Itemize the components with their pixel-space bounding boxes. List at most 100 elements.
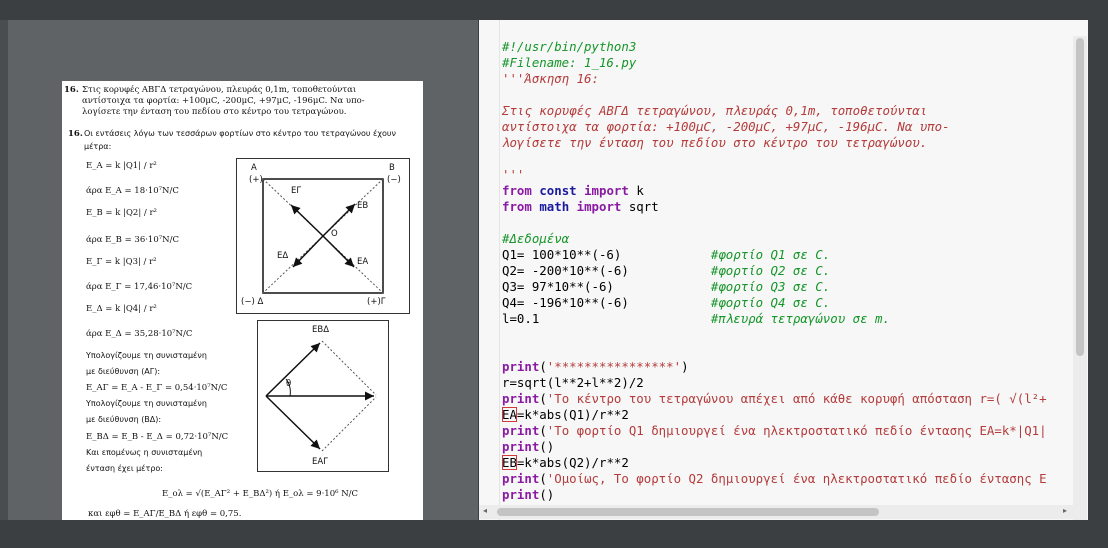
code-token: r=sqrt(l**2+l**2)/2: [502, 375, 644, 390]
code-line[interactable]: print('Ομοίως, Το φορτίο Q2 δημιουργεί έ…: [502, 471, 1072, 487]
horizontal-scrollbar[interactable]: ◂ ▸: [479, 505, 1073, 519]
problem-number: 16.: [64, 85, 79, 95]
code-token: const: [539, 183, 577, 198]
code-line[interactable]: [502, 343, 1072, 359]
vertical-scrollbar[interactable]: [1073, 36, 1087, 520]
vertical-scroll-thumb[interactable]: [1076, 38, 1084, 356]
left-edge: [0, 20, 8, 520]
code-line[interactable]: #Δεδομένα: [502, 231, 1072, 247]
code-line[interactable]: ''': [502, 167, 1072, 183]
label-EG: EΓ: [291, 186, 302, 196]
code-token: #Filename: 1_16.py: [502, 55, 637, 70]
label-B-sign: (−): [387, 175, 401, 185]
solution-number: 16.: [68, 129, 83, 139]
code-token: Q2= -200*10**(-6): [502, 263, 711, 278]
formula: E_B = k |Q2| / r²: [86, 208, 157, 218]
code-token: ''': [502, 167, 525, 182]
scroll-right-icon[interactable]: ▸: [1063, 506, 1068, 515]
right-edge: [1088, 0, 1108, 548]
code-line[interactable]: from const import k: [502, 183, 1072, 199]
code-line[interactable]: l=0.1 #πλευρά τετραγώνου σε m.: [502, 311, 1072, 327]
document-page: 16. Στις κορυφές ΑΒΓΔ τετραγώνου, πλευρά…: [62, 81, 423, 520]
code-line[interactable]: [502, 151, 1072, 167]
code-token: #φορτίο Q4 σε C.: [710, 295, 831, 310]
code-line[interactable]: print(): [502, 487, 1072, 503]
text-line: Και επομένως η συνισταμένη: [86, 448, 203, 457]
solution-line: μέτρα:: [84, 142, 112, 151]
square-figure: A (+) B (−) (−) Δ (+)Γ O EΓ EB EΔ EA: [236, 158, 410, 314]
square-diagram: [262, 178, 384, 294]
text-line: E_ΒΔ = E_B - E_Δ = 0,72·10⁷N/C: [86, 432, 229, 442]
label-D: (−) Δ: [241, 297, 264, 307]
code-line[interactable]: print('Το κέντρο του τετραγώνου απέχει α…: [502, 391, 1072, 407]
scroll-left-icon[interactable]: ◂: [483, 506, 488, 515]
text-line: ένταση έχει μέτρο:: [86, 464, 163, 473]
code-token: αντίστοιχα τα φορτία: +100μC, -200μC, +9…: [502, 119, 950, 134]
editor-gutter: [479, 20, 500, 520]
formula-result: άρα E_Δ = 35,28·10⁷N/C: [86, 329, 193, 339]
code-line[interactable]: '''Άσκηση 16:: [502, 71, 1072, 87]
problem-line: λογίσετε την ένταση του πεδίου στο κέντρ…: [82, 107, 347, 117]
code-token: from: [502, 199, 532, 214]
code-line[interactable]: [502, 327, 1072, 343]
horizontal-scroll-thumb[interactable]: [497, 508, 879, 516]
formula: E_Γ = k |Q3| / r²: [86, 257, 157, 267]
last-equation: και εφθ = E_ΑΓ/E_ΒΔ ή εφθ = 0,75.: [88, 509, 242, 519]
code-token: math: [539, 199, 570, 214]
code-line[interactable]: EB=k*abs(Q2)/r**2: [502, 455, 1072, 471]
resultant-diagram: [265, 340, 377, 452]
code-line[interactable]: from math import sqrt: [502, 199, 1072, 215]
code-token: print: [502, 423, 540, 438]
code-token: #φορτίο Q1 σε C.: [710, 247, 831, 262]
code-token: Q3= 97*10**(-6): [502, 279, 711, 294]
code-line[interactable]: #!/usr/bin/python3: [502, 39, 1072, 55]
code-token: (): [539, 487, 555, 502]
label-EB: EB: [357, 201, 369, 211]
label-G: (+)Γ: [367, 297, 386, 307]
text-line: με διεύθυνση (ΑΓ):: [86, 367, 161, 376]
code-line[interactable]: [502, 215, 1072, 231]
code-token: EA: [502, 407, 517, 422]
code-token: 'Το φορτίο Q1 δημιουργεί ένα ηλεκτροστατ…: [546, 423, 1047, 438]
code-line[interactable]: print(): [502, 439, 1072, 455]
code-token: import: [576, 199, 622, 214]
code-token: '''Άσκηση 16:: [502, 71, 599, 86]
code-line[interactable]: r=sqrt(l**2+l**2)/2: [502, 375, 1072, 391]
code-token: sqrt: [621, 199, 659, 214]
code-line[interactable]: αντίστοιχα τα φορτία: +100μC, -200μC, +9…: [502, 119, 1072, 135]
code-token: =k*abs(Q1)/r**2: [516, 407, 629, 422]
resultant-figure: EBΔ θ EΑΓ: [257, 320, 389, 472]
code-line[interactable]: print('Το φορτίο Q1 δημιουργεί ένα ηλεκτ…: [502, 423, 1072, 439]
code-line[interactable]: Q2= -200*10**(-6) #φορτίο Q2 σε C.: [502, 263, 1072, 279]
label-B: B: [389, 163, 395, 173]
code-token: from: [502, 183, 532, 198]
solution-line: Οι εντάσεις λόγω των τεσσάρων φορτίων στ…: [84, 129, 396, 138]
code-line[interactable]: Q4= -196*10**(-6) #φορτίο Q4 σε C.: [502, 295, 1072, 311]
text-line: Υπολογίζουμε τη συνισταμένη: [86, 399, 207, 408]
bottom-bar: [0, 520, 1108, 548]
code-line[interactable]: Στις κορυφές ΑΒΓΔ τετραγώνου, πλευράς 0,…: [502, 103, 1072, 119]
code-line[interactable]: [502, 87, 1072, 103]
code-area[interactable]: #!/usr/bin/python3#Filename: 1_16.py'''Ά…: [502, 39, 1072, 524]
code-line[interactable]: EA=k*abs(Q1)/r**2: [502, 407, 1072, 423]
code-token: print: [502, 471, 540, 486]
code-token: import: [584, 183, 629, 198]
problem-line: Στις κορυφές ΑΒΓΔ τετραγώνου, πλευράς 0,…: [82, 85, 357, 95]
code-token: print: [502, 391, 540, 406]
problem-line: αντίστοιχα τα φορτία: +100μC, -200μC, +9…: [82, 96, 365, 106]
code-token: EB: [502, 455, 517, 470]
code-token: [569, 199, 576, 214]
code-line[interactable]: λογίσετε την ένταση του πεδίου στο κέντρ…: [502, 135, 1072, 151]
code-line[interactable]: #Filename: 1_16.py: [502, 55, 1072, 71]
code-token: (: [539, 391, 547, 406]
formula-result: άρα E_B = 36·10⁷N/C: [86, 235, 179, 245]
code-line[interactable]: print('****************'): [502, 359, 1072, 375]
code-token: Q4= -196*10**(-6): [502, 295, 711, 310]
code-token: print: [502, 359, 540, 374]
label-ED: EΔ: [277, 251, 289, 261]
code-editor[interactable]: #!/usr/bin/python3#Filename: 1_16.py'''Ά…: [479, 20, 1088, 520]
text-line: E_ΑΓ = E_A - E_Γ = 0,54·10⁷N/C: [86, 383, 228, 393]
code-line[interactable]: Q1= 100*10**(-6) #φορτίο Q1 σε C.: [502, 247, 1072, 263]
code-token: #πλευρά τετραγώνου σε m.: [710, 311, 890, 326]
code-line[interactable]: Q3= 97*10**(-6) #φορτίο Q3 σε C.: [502, 279, 1072, 295]
